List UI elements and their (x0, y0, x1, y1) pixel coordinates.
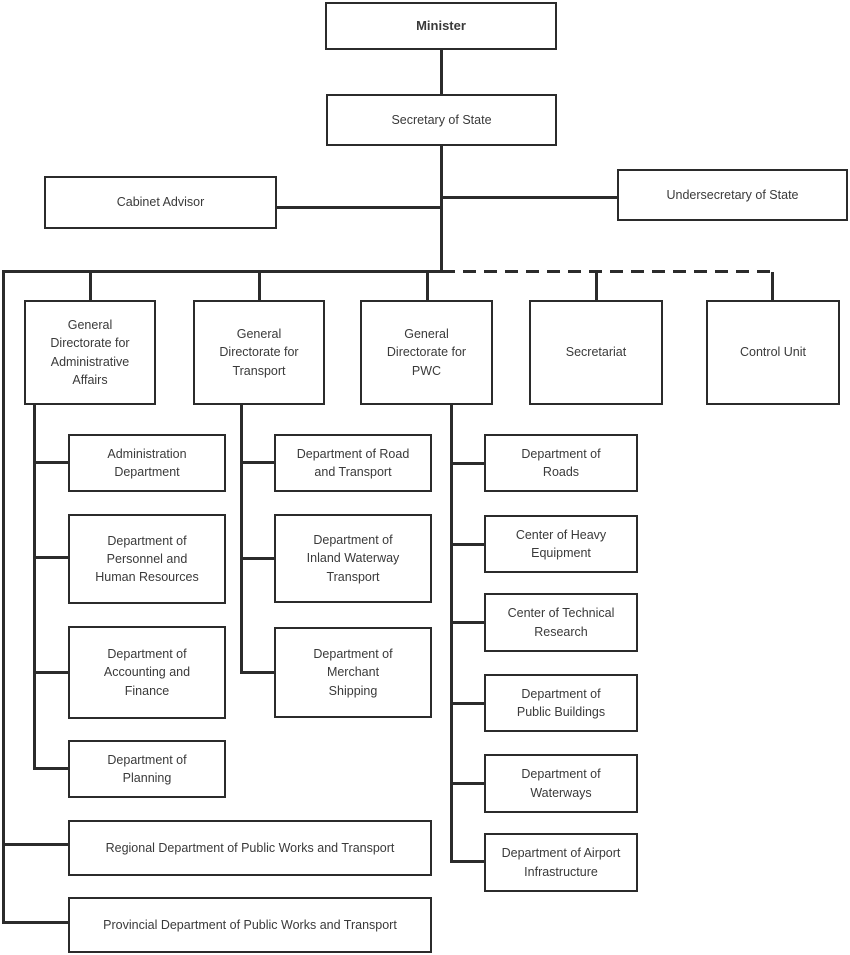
node-general-directorate-administrative-affairs: General Directorate for Administrative A… (24, 300, 156, 405)
node-provincial-department: Provincial Department of Public Works an… (68, 897, 432, 953)
connector-line (450, 621, 484, 624)
connector-line (450, 702, 484, 705)
connector-line (33, 767, 68, 770)
connector-line (33, 405, 36, 769)
node-road-and-transport: Department of Road and Transport (274, 434, 432, 492)
node-planning: Department of Planning (68, 740, 226, 798)
connector-line (450, 782, 484, 785)
node-minister: Minister (325, 2, 557, 50)
node-airport-infrastructure: Department of Airport Infrastructure (484, 833, 638, 892)
connector-line (33, 461, 68, 464)
connector-line (450, 543, 484, 546)
node-regional-department: Regional Department of Public Works and … (68, 820, 432, 876)
connector-line (2, 270, 5, 923)
connector-line (240, 405, 243, 674)
connector-line (89, 272, 92, 300)
connector-line (440, 196, 617, 199)
node-control-unit: Control Unit (706, 300, 840, 405)
node-secretariat: Secretariat (529, 300, 663, 405)
node-inland-waterway-transport: Department of Inland Waterway Transport (274, 514, 432, 603)
connector-line (595, 272, 598, 300)
node-roads: Department of Roads (484, 434, 638, 492)
connector-line (450, 405, 453, 862)
node-heavy-equipment: Center of Heavy Equipment (484, 515, 638, 573)
node-personnel-human-resources: Department of Personnel and Human Resour… (68, 514, 226, 604)
connector-line (450, 860, 484, 863)
connector-line (33, 671, 68, 674)
connector-line (258, 272, 261, 300)
connector-line (440, 50, 443, 94)
connector-line (2, 843, 68, 846)
node-secretary-of-state: Secretary of State (326, 94, 557, 146)
node-public-buildings: Department of Public Buildings (484, 674, 638, 732)
connector-line (440, 146, 443, 272)
connector-line (240, 461, 274, 464)
connector-line (2, 921, 68, 924)
connector-line (450, 462, 484, 465)
connector-line (240, 671, 274, 674)
node-general-directorate-transport: General Directorate for Transport (193, 300, 325, 405)
node-technical-research: Center of Technical Research (484, 593, 638, 652)
node-cabinet-advisor: Cabinet Advisor (44, 176, 277, 229)
node-accounting-finance: Department of Accounting and Finance (68, 626, 226, 719)
connector-line (426, 272, 429, 300)
connector-dashed-line (442, 270, 774, 273)
node-waterways: Department of Waterways (484, 754, 638, 813)
connector-line (771, 272, 774, 300)
connector-line (277, 206, 442, 209)
connector-line (2, 270, 442, 273)
connector-line (240, 557, 274, 560)
node-merchant-shipping: Department of Merchant Shipping (274, 627, 432, 718)
node-undersecretary-of-state: Undersecretary of State (617, 169, 848, 221)
node-administration-department: Administration Department (68, 434, 226, 492)
node-general-directorate-pwc: General Directorate for PWC (360, 300, 493, 405)
connector-line (33, 556, 68, 559)
